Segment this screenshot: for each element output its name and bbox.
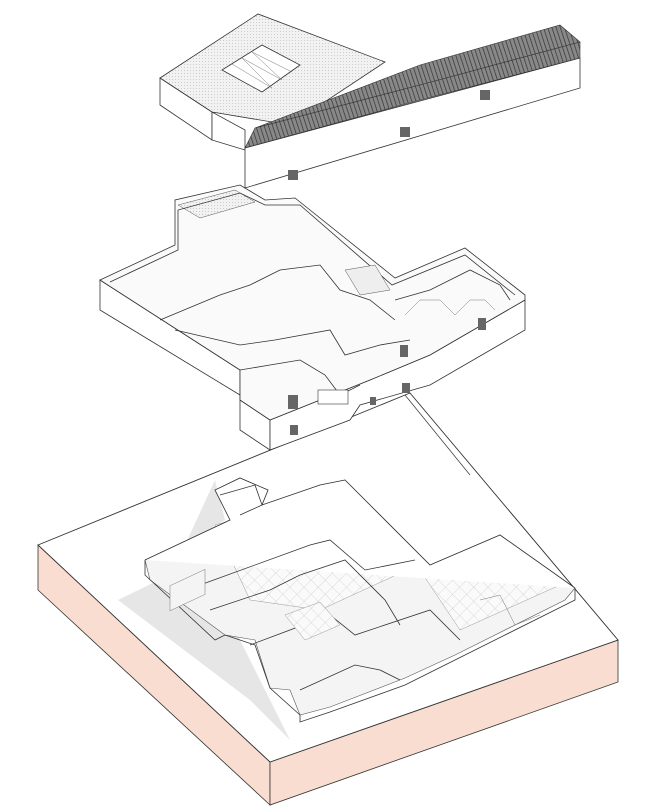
upper-room-walls-2 (174, 329, 411, 356)
upper-floor-level (99, 184, 526, 451)
balcony (317, 389, 349, 405)
roof-window-2 (400, 127, 410, 137)
ground-floor-level (118, 477, 576, 740)
interior-wall-3 (299, 664, 401, 691)
skylight-frame (231, 51, 293, 89)
gable-roof-front-slope (244, 41, 581, 149)
annex-walls (219, 484, 263, 516)
roof-window-1 (288, 170, 298, 180)
roof-window-3 (480, 90, 490, 100)
alignment-line (404, 394, 471, 476)
roof-front-wall (211, 111, 246, 151)
upper-room-walls-1 (159, 264, 396, 321)
roof-terrace-box (177, 189, 256, 219)
window-2 (370, 397, 376, 405)
window-4 (288, 395, 298, 409)
rear-wall-pilasters (479, 594, 541, 626)
garden-bed (169, 569, 206, 612)
window-6 (478, 318, 486, 330)
window-5 (400, 345, 408, 357)
ground-floor-shadow (118, 555, 290, 740)
gable-building-front-wall (244, 57, 581, 189)
ground-floor-shadow-2 (185, 480, 225, 545)
ground-floor-front-wall (144, 560, 576, 723)
stair (344, 264, 391, 296)
courtyard-colonnade (199, 539, 416, 586)
window-1 (290, 425, 298, 435)
parapet-inner (109, 192, 516, 296)
inner-courtyard (284, 601, 341, 641)
vaulted-rooms (404, 299, 496, 316)
upper-floor-plate (99, 184, 526, 421)
upper-room-walls-4 (394, 269, 511, 301)
roof-level (159, 13, 581, 189)
interior-wall-1 (209, 559, 401, 626)
window-3 (402, 383, 410, 393)
